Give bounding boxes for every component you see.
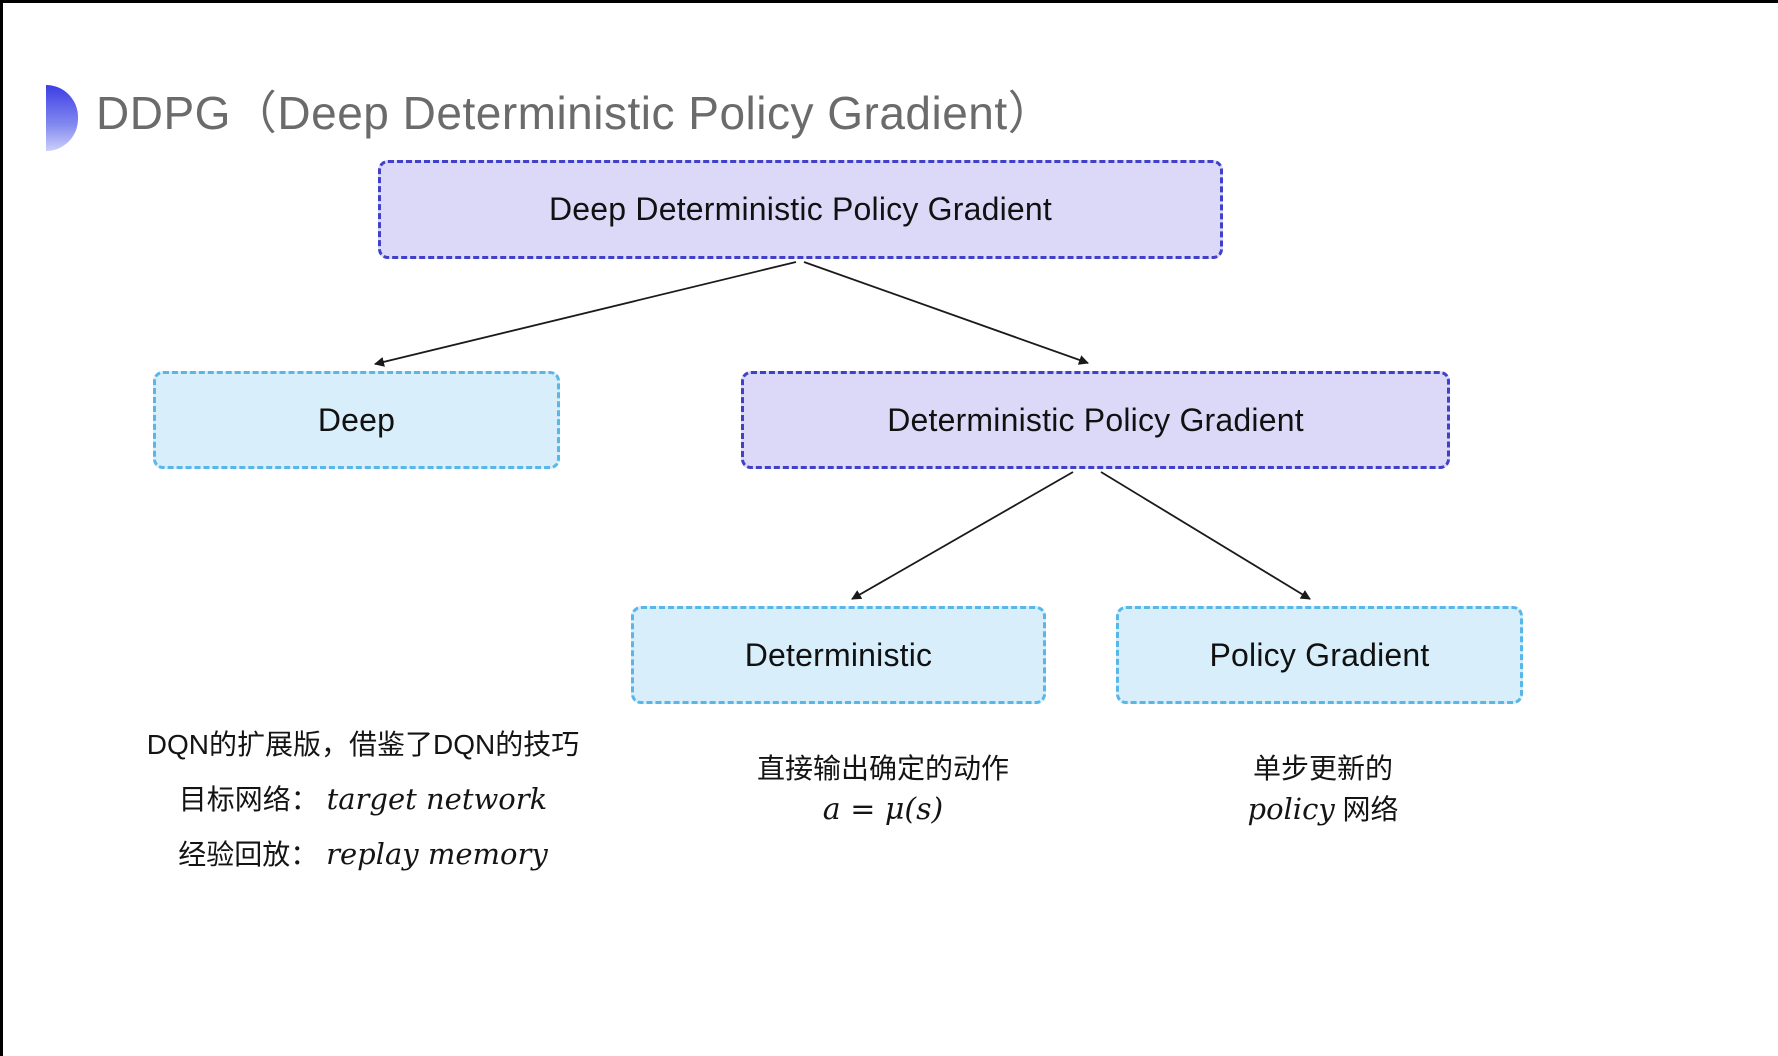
note-policy-gradient-line2-italic: policy — [1247, 792, 1335, 826]
note-deterministic: 直接输出确定的动作 a = μ(s) — [663, 755, 1103, 837]
node-deep: Deep — [153, 371, 560, 469]
note-deterministic-line1: 直接输出确定的动作 — [756, 753, 1009, 784]
arrow-ddpg-to-deep — [374, 261, 797, 367]
note-policy-gradient-line2-rest: 网络 — [1342, 794, 1399, 825]
node-dpg: Deterministic Policy Gradient — [741, 371, 1450, 469]
node-deterministic-label: Deterministic — [744, 636, 933, 673]
note-deep-line2-label: 目标网络： — [178, 784, 319, 815]
note-policy-gradient: 单步更新的 policy 网络 — [1123, 755, 1523, 836]
note-deep-line2-value: target network — [326, 782, 548, 816]
node-ddpg-label: Deep Deterministic Policy Gradient — [549, 191, 1052, 227]
node-policy-gradient: Policy Gradient — [1116, 606, 1523, 704]
note-deep-line1: DQN的扩展版，借鉴了DQN的技巧 — [146, 729, 580, 760]
title-bullet-icon — [46, 85, 78, 151]
title-row: DDPG（Deep Deterministic Policy Gradient） — [46, 77, 1054, 151]
arrow-dpg-to-deterministic — [851, 471, 1074, 600]
note-deep-line3: 经验回放： replay memory — [103, 840, 623, 869]
page-title: DDPG（Deep Deterministic Policy Gradient） — [96, 87, 1055, 139]
arrow-ddpg-to-dpg — [803, 261, 1089, 365]
note-deep: DQN的扩展版，借鉴了DQN的技巧 目标网络： target network 经… — [103, 731, 623, 869]
arrow-dpg-to-policy-gradient — [1100, 471, 1311, 600]
node-ddpg: Deep Deterministic Policy Gradient — [378, 160, 1223, 259]
note-deep-line2: 目标网络： target network — [103, 785, 623, 814]
note-deep-line3-value: replay memory — [326, 837, 548, 871]
node-dpg-label: Deterministic Policy Gradient — [887, 401, 1304, 438]
node-policy-gradient-label: Policy Gradient — [1209, 636, 1430, 673]
note-policy-gradient-line1: 单步更新的 — [1252, 753, 1393, 784]
note-policy-gradient-line2: policy 网络 — [1123, 795, 1523, 824]
note-deterministic-formula: a = μ(s) — [822, 792, 944, 827]
node-deep-label: Deep — [317, 401, 396, 438]
note-deep-line3-label: 经验回放： — [178, 839, 319, 870]
node-deterministic: Deterministic — [631, 606, 1046, 704]
